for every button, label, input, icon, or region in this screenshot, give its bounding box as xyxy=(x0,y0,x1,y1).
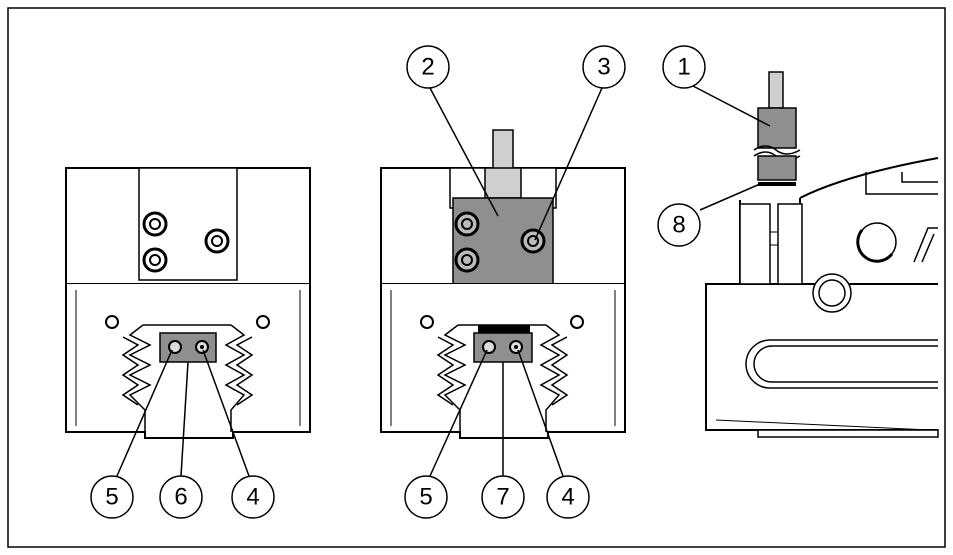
callout-label: 4 xyxy=(246,484,259,511)
left-hole xyxy=(105,315,119,329)
callout-3: 3 xyxy=(582,45,626,89)
right-knob-arc xyxy=(856,229,894,263)
leader-line xyxy=(692,85,771,127)
callout-8: 8 xyxy=(657,203,701,247)
left-bellows-outline xyxy=(128,324,246,432)
callout-1: 1 xyxy=(662,45,706,89)
right-side-view xyxy=(705,71,939,438)
right-pin-top xyxy=(768,71,784,109)
right-top-notch xyxy=(865,172,938,195)
middle-bellows-outline xyxy=(550,336,569,406)
left-jaw-pin-dot xyxy=(200,345,204,349)
callout-label: 7 xyxy=(496,484,509,511)
leader-line xyxy=(429,87,499,217)
callout-4-left: 4 xyxy=(231,475,275,519)
callout-5-left: 5 xyxy=(90,475,134,519)
middle-gripper-view xyxy=(380,129,626,439)
right-port xyxy=(818,279,846,307)
callout-label: 6 xyxy=(174,484,187,511)
middle-screw xyxy=(520,228,546,254)
callout-6: 6 xyxy=(159,475,203,519)
right-spacer xyxy=(758,182,796,186)
callout-label: 2 xyxy=(421,54,434,81)
leader-line xyxy=(180,361,189,477)
middle-jaw-pin-dot xyxy=(514,345,518,349)
leader-line xyxy=(429,349,488,477)
right-base-line xyxy=(715,419,931,431)
right-base-foot xyxy=(757,429,939,438)
callout-label: 5 xyxy=(419,484,432,511)
leader-line xyxy=(202,349,250,477)
right-block xyxy=(739,203,771,285)
right-break-line xyxy=(753,145,801,155)
leader-lines xyxy=(116,85,771,477)
callout-4-middle: 4 xyxy=(546,475,590,519)
callout-label: 5 xyxy=(105,484,118,511)
right-mark xyxy=(921,233,935,263)
middle-hole xyxy=(570,315,584,329)
leader-line xyxy=(534,87,603,241)
callout-label: 8 xyxy=(672,212,685,239)
left-screw xyxy=(204,228,230,254)
right-mark xyxy=(913,227,938,263)
leader-line xyxy=(699,183,761,211)
middle-hole xyxy=(420,315,434,329)
left-gripper-view xyxy=(65,167,311,439)
callout-2: 2 xyxy=(406,45,450,89)
callout-7: 7 xyxy=(481,475,525,519)
right-sensor-upper xyxy=(757,107,797,149)
callout-label: 4 xyxy=(561,484,574,511)
right-block xyxy=(777,203,803,285)
leader-line xyxy=(517,349,564,477)
left-screw xyxy=(142,211,168,237)
middle-jaw-hole xyxy=(482,340,496,354)
left-bellows-outline xyxy=(235,336,254,406)
left-bellows-outline xyxy=(121,336,140,406)
right-slot xyxy=(745,339,938,389)
middle-bellows-outline xyxy=(436,336,455,406)
callout-5-middle: 5 xyxy=(404,475,448,519)
right-slot xyxy=(753,345,938,383)
middle-screw xyxy=(454,247,480,273)
middle-screw xyxy=(454,211,480,237)
callout-label: 1 xyxy=(677,54,690,81)
callout-label: 3 xyxy=(597,54,610,81)
leader-line xyxy=(116,349,173,477)
left-screw xyxy=(142,247,168,273)
left-hole xyxy=(256,315,270,329)
middle-jaw-cap xyxy=(478,325,530,333)
middle-shaft-base xyxy=(484,167,522,199)
right-sensor-lower xyxy=(757,155,797,181)
middle-shaft-top xyxy=(492,129,514,171)
